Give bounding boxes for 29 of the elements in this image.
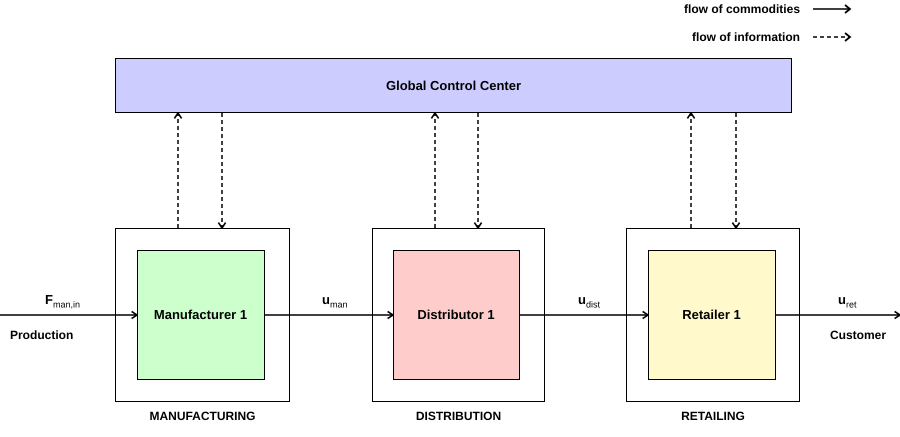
box-label: Distributor 1 <box>417 307 495 322</box>
dashed-arrow <box>174 112 182 228</box>
process-box <box>648 250 776 380</box>
dashed-arrow <box>430 112 440 228</box>
edge-label: u$_{dist}$ <box>578 292 600 310</box>
arrow <box>0 310 138 320</box>
edge-label: F$_{man,in}$ <box>45 292 80 310</box>
control-center-box <box>115 58 792 113</box>
stage-label: RETAILING <box>680 409 746 423</box>
arrow <box>265 310 394 320</box>
box-label: Manufacturer 1 <box>154 307 248 322</box>
edge-label: u$_{man}$ <box>322 292 348 310</box>
dashed-arrow <box>732 113 740 229</box>
endpoint-label: Production <box>10 328 74 342</box>
process-box <box>136 250 264 380</box>
arrow <box>520 310 649 320</box>
stage-label: DISTRIBUTION <box>414 409 502 423</box>
box-label: Retailer 1 <box>682 307 741 322</box>
dashed-arrow <box>686 112 696 228</box>
dashed-arrow <box>474 113 482 229</box>
legend-label: flow of information <box>692 30 800 44</box>
stage-label: MANUFACTURING <box>148 409 256 423</box>
endpoint-label: Customer <box>830 328 886 342</box>
arrow <box>776 310 900 320</box>
dashed-arrow <box>218 113 226 229</box>
legend-label: flow of commodities <box>684 2 800 16</box>
edge-label: u$_{ret}$ <box>838 292 856 310</box>
box-label: Global Control Center <box>386 78 522 93</box>
process-box <box>392 250 520 380</box>
